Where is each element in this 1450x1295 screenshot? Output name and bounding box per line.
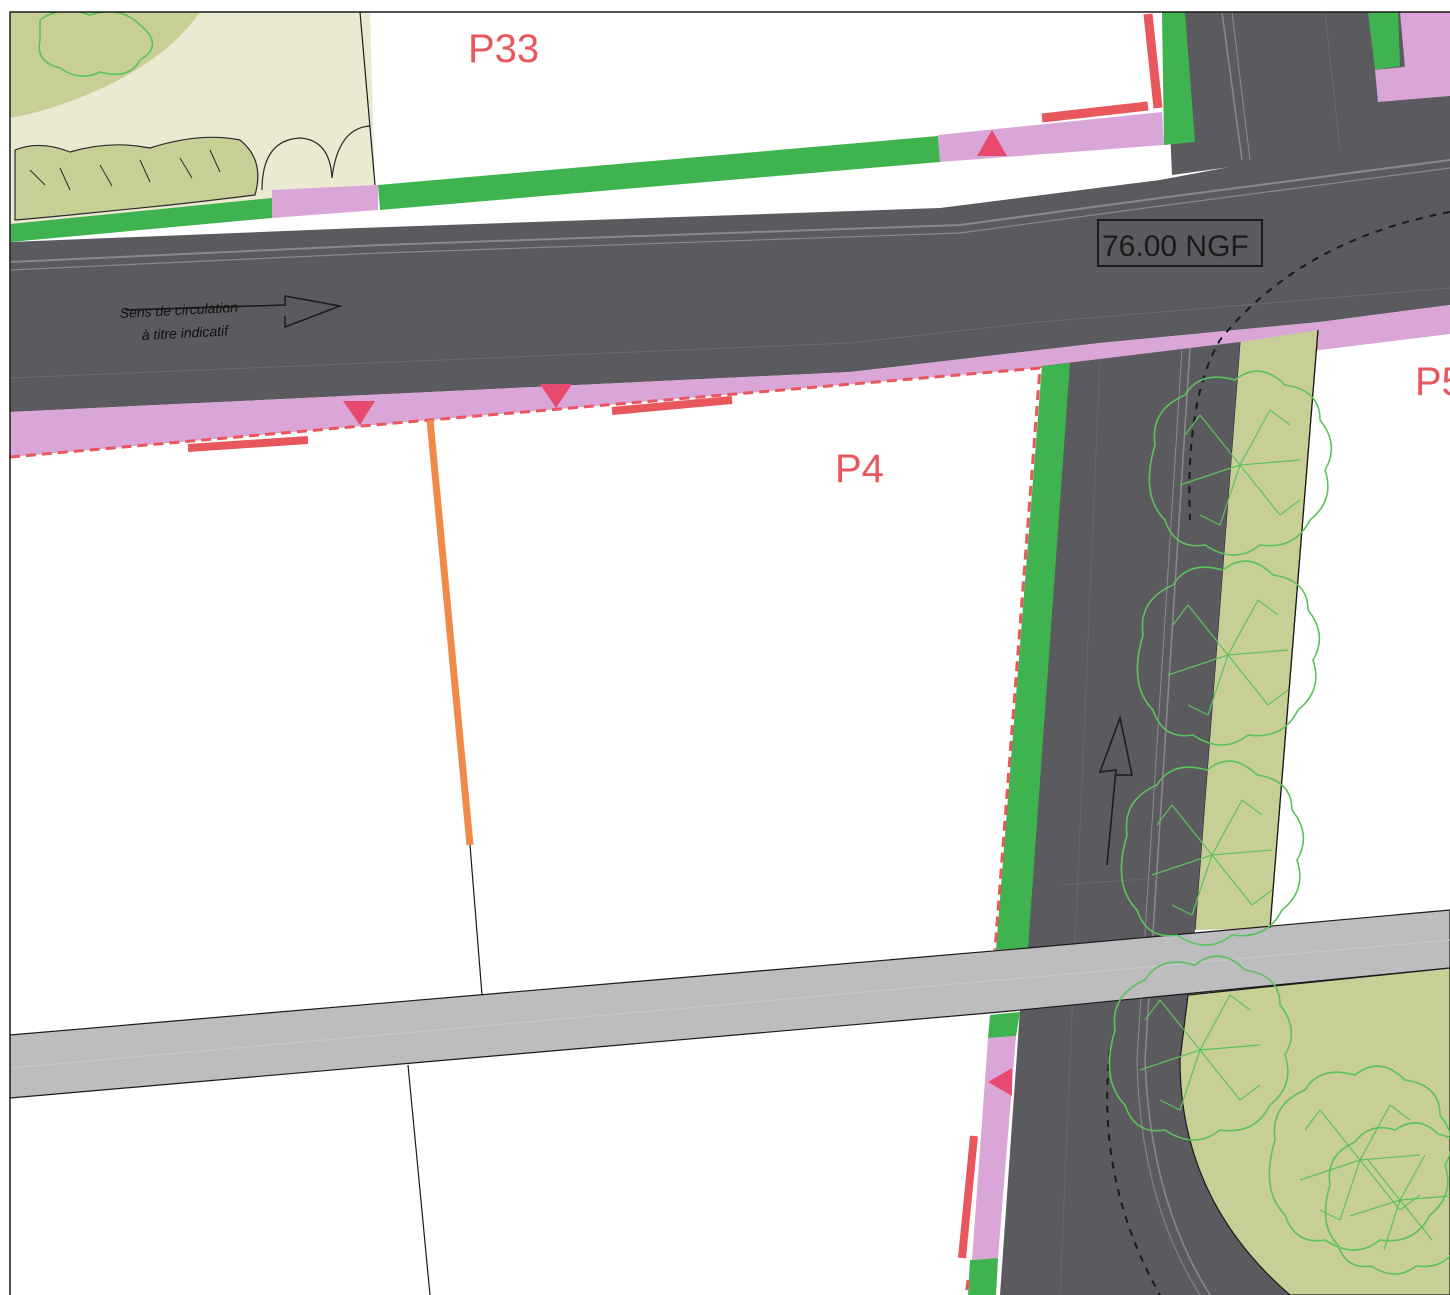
- traffic-note-line1: Sens de circulation: [119, 299, 238, 321]
- road-edge-line: [1144, 1059, 1211, 1295]
- garden-lawn-curve: [10, 12, 200, 118]
- parcel-divider: [407, 1064, 431, 1295]
- tree-canopy-icon: [1136, 560, 1321, 746]
- sidewalk-south: [10, 305, 1450, 457]
- parcel-boundary-dashed: [10, 366, 1042, 951]
- setback-line: [958, 1135, 978, 1259]
- tree-canopy-icon: [1120, 760, 1305, 946]
- hedge-shape: [14, 136, 259, 221]
- setback-line: [1143, 13, 1163, 109]
- road-edge-line: [1221, 12, 1243, 161]
- road-edge-line: [1059, 359, 1101, 1295]
- parcel-label-p4: P4: [835, 447, 884, 491]
- tree-canopy-icon: [1148, 370, 1333, 556]
- tree-canopy-icon: [1108, 955, 1293, 1141]
- setback-line: [611, 396, 733, 415]
- traffic-note-line2: à titre indicatif: [141, 322, 230, 343]
- sidewalk-south-west: [972, 1036, 1016, 1260]
- green-strip-south: [968, 1258, 998, 1295]
- road-edge-line: [1324, 12, 1341, 151]
- green-strip-p4-east: [996, 363, 1070, 950]
- sidewalk-north-east: [1400, 12, 1450, 68]
- road-edge-line: [10, 287, 1450, 379]
- road-edge-line: [10, 159, 1450, 263]
- map-frame: [9, 11, 1450, 1295]
- triangle-arrow-icon: [977, 130, 1007, 156]
- parcel-divider: [469, 844, 483, 996]
- parcel-boundary-dashed: [964, 1279, 970, 1295]
- dashed-radius-line: [1188, 211, 1450, 521]
- dashed-radius-line: [1106, 1049, 1161, 1295]
- green-strip-north: [1162, 12, 1195, 145]
- road-edge-line: [1231, 12, 1251, 161]
- sidewalk-north: [272, 185, 378, 218]
- parcel-divider: [426, 419, 474, 846]
- garden-tree: [38, 12, 154, 77]
- triangle-arrow-icon: [540, 384, 572, 408]
- setback-line: [187, 436, 309, 452]
- road-edge-line: [10, 167, 1450, 271]
- parcel-label-p5: P5: [1415, 360, 1450, 404]
- sidewalk-north-east: [1375, 62, 1450, 102]
- open-arrow-icon: [124, 295, 343, 329]
- elevation-label: 76.00 NGF: [1102, 230, 1249, 263]
- road-edge-line: [1059, 877, 1161, 886]
- promenade-inner-line: [10, 939, 1450, 1069]
- setback-line: [1041, 101, 1149, 123]
- parcel-p5-outline: [1269, 329, 1319, 929]
- road-edge-line: [1136, 1059, 1201, 1295]
- green-strip-north: [1368, 12, 1400, 70]
- parcel-p33-outline: [359, 12, 376, 186]
- green-strip-north: [378, 136, 940, 210]
- elevation-box: [1097, 219, 1263, 267]
- cross-road-south: [1000, 342, 1290, 1295]
- hedge-arches: [261, 125, 371, 191]
- triangle-arrow-icon: [343, 401, 375, 425]
- parcel-label-p33: P33: [468, 27, 539, 71]
- green-strip-north: [10, 198, 272, 242]
- green-strip-south: [988, 1012, 1020, 1038]
- open-arrow-icon: [1098, 715, 1133, 866]
- triangle-arrow-icon: [988, 1068, 1012, 1096]
- tree-canopy-icon: [1324, 1122, 1450, 1275]
- hedge-detail: [29, 149, 221, 191]
- lawn-strip-east: [1195, 330, 1318, 930]
